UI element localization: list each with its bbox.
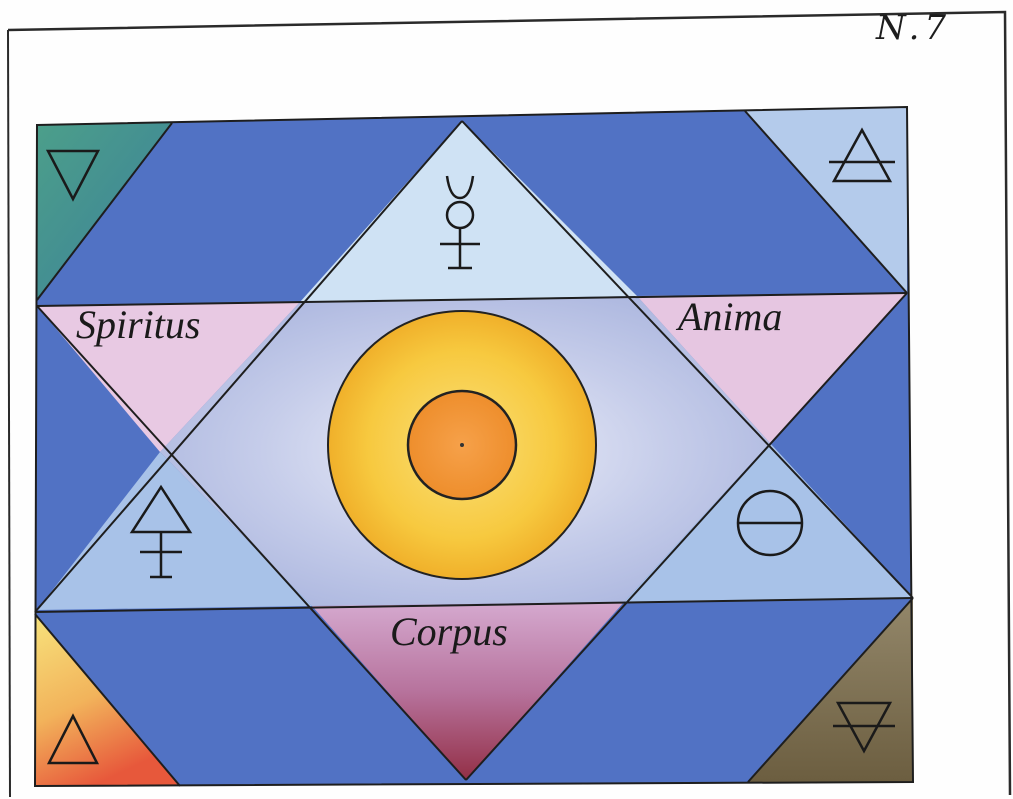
label-spiritus: Spiritus (76, 302, 200, 347)
frame-line-left (8, 30, 10, 797)
label-anima: Anima (675, 294, 782, 339)
sun-center-dot (460, 443, 464, 447)
plate-number: N.7 (876, 8, 951, 48)
label-corpus: Corpus (390, 609, 508, 654)
